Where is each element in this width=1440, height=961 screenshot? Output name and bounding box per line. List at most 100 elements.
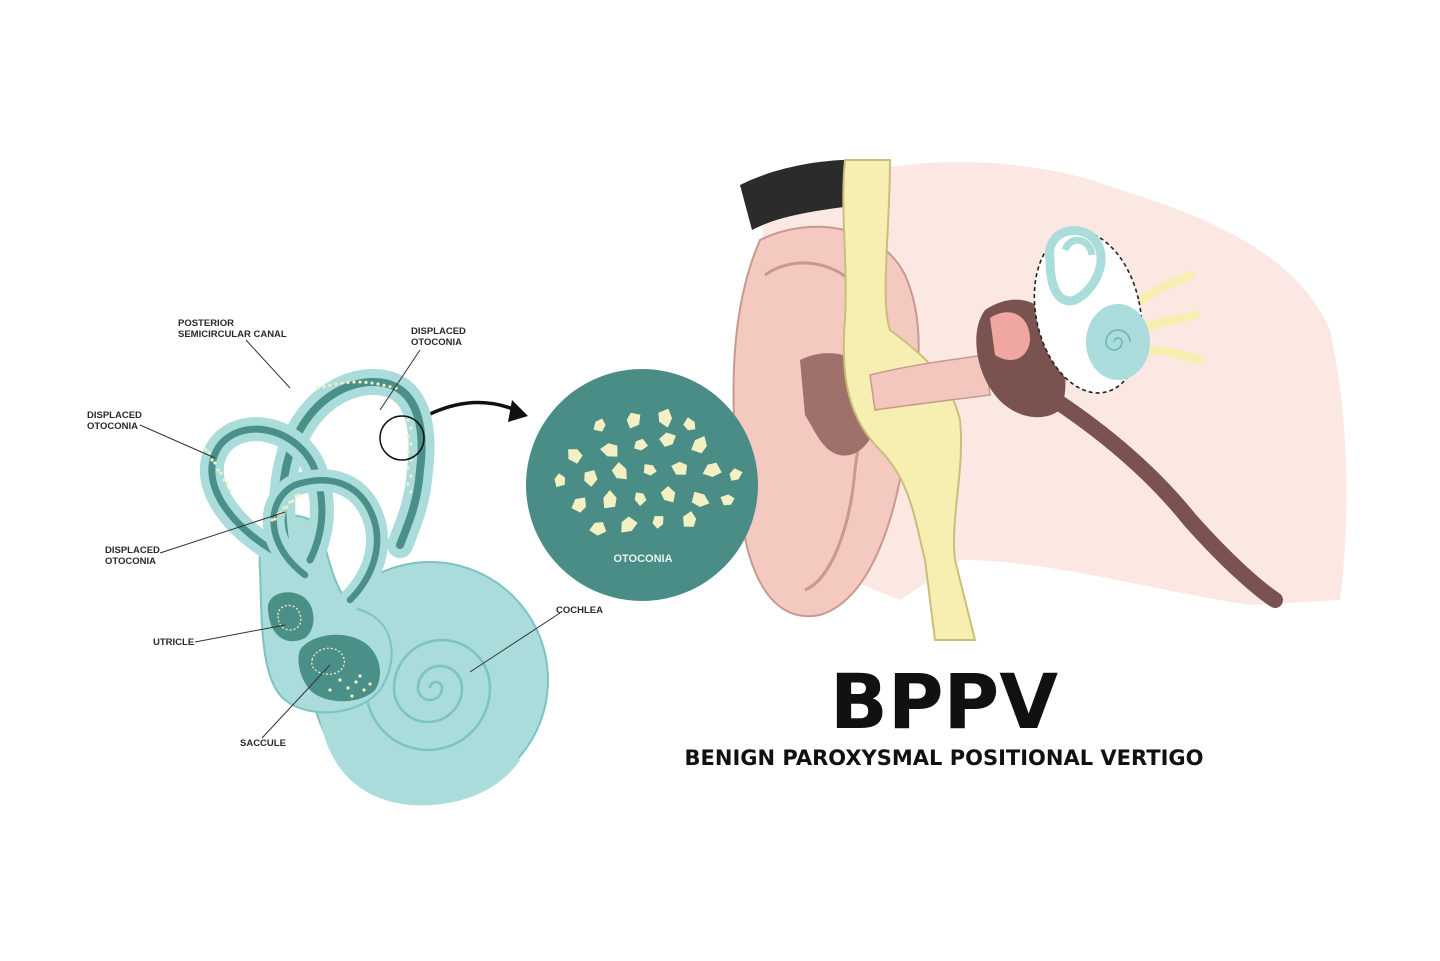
otoconia-crystal <box>621 516 638 533</box>
label-displaced-left-line2: OTOCONIA <box>87 421 138 432</box>
otoconia-crystal <box>652 516 664 529</box>
otoconia-crystal <box>634 438 648 451</box>
otoconia-crystal <box>729 468 743 481</box>
otoconia-dot <box>219 471 223 475</box>
otoconia-dot <box>216 468 220 472</box>
otoconia-dot <box>409 490 413 494</box>
otoconia-dot <box>328 383 332 387</box>
otoconia-dot <box>285 505 289 509</box>
otoconia-dot <box>388 384 392 389</box>
otoconia-dot <box>297 493 301 497</box>
leader-lines <box>139 339 561 739</box>
label-displaced-left-line1: DISPLACED <box>87 410 142 421</box>
otoconia-dot <box>382 383 386 387</box>
zoom-arrow <box>429 400 528 422</box>
otoconia-crystal <box>659 432 676 447</box>
label-cochlea: COCHLEA <box>556 605 603 616</box>
eustachian-tube <box>1047 392 1283 608</box>
otoconia-dot <box>338 678 342 682</box>
otoconia-dot <box>207 451 211 455</box>
otoconia-crystal <box>611 462 627 480</box>
otoconia-dot <box>270 518 274 522</box>
label-displaced-mid-line1: DISPLACED <box>105 545 160 556</box>
otoconia-dot <box>350 694 354 698</box>
otoconia-crystal <box>626 412 641 429</box>
otoconia-dot <box>282 506 286 510</box>
otoconia-dot <box>346 380 350 384</box>
otoconia-dot <box>352 380 356 384</box>
ear-anatomy-illustration <box>732 159 1347 641</box>
otoconia-dot <box>316 386 320 390</box>
otoconia-crystal <box>643 464 657 476</box>
otoconia-dot <box>358 674 362 678</box>
otoconia-zoom-label: OTOCONIA <box>613 553 672 565</box>
otoconia-dot <box>328 688 332 692</box>
otoconia-dot <box>368 682 372 686</box>
cochlea-lower-lobe <box>320 700 520 806</box>
otoconia-dot <box>291 499 295 503</box>
cochlea-spiral <box>364 638 492 752</box>
otoconia-dot <box>346 686 350 690</box>
otoconia-dot <box>406 418 410 422</box>
otoconia-dot <box>228 488 232 492</box>
otoconia-dot <box>358 380 362 384</box>
otoconia-crystal <box>683 511 697 527</box>
otoconia-crystal <box>589 522 607 536</box>
displaced-otoconia-dots <box>204 380 413 522</box>
otoconia-crystal <box>568 449 583 464</box>
label-displaced-top-line2: OTOCONIA <box>411 337 462 348</box>
otoconia-magnifier <box>526 369 758 601</box>
otoconia-crystal <box>720 494 735 506</box>
otoconia-dot <box>376 382 380 386</box>
otoconia-crystal <box>554 473 565 488</box>
otoconia-zoom: OTOCONIA <box>526 369 758 601</box>
main-title: BPPV <box>830 657 1058 746</box>
otoconia-crystal <box>691 436 707 454</box>
inner-ear-labyrinth <box>199 369 549 806</box>
otoconia-dot <box>213 461 217 465</box>
otoconia-dot <box>225 481 229 485</box>
ear-canal <box>869 354 991 411</box>
otoconia-dot <box>370 381 374 385</box>
otoconia-dot <box>354 680 358 684</box>
otoconia-crystal <box>603 490 617 509</box>
otoconia-dot <box>406 450 410 454</box>
otoconia-crystal <box>584 470 598 487</box>
otoconia-dot <box>322 384 326 389</box>
label-posterior-canal-line1: POSTERIOR <box>178 318 234 329</box>
label-posterior-canal-line2: SEMICIRCULAR CANAL <box>178 329 287 340</box>
otoconia-dot <box>288 500 292 504</box>
otoconia-dot <box>294 494 298 498</box>
otoconia-crystals <box>554 408 743 536</box>
label-utricle: UTRICLE <box>153 637 194 648</box>
inner-ear-mini <box>1045 226 1150 380</box>
label-displaced-top-line1: DISPLACED <box>411 326 466 337</box>
otoconia-dot <box>409 442 413 446</box>
otoconia-crystal <box>702 462 722 477</box>
otoconia-dot <box>409 426 413 430</box>
label-saccule: SACCULE <box>240 738 286 749</box>
tympanic-membrane <box>990 312 1030 360</box>
otoconia-crystal <box>671 461 687 475</box>
hair <box>740 159 870 230</box>
otoconia-crystal <box>634 492 647 506</box>
otoconia-crystal <box>593 418 606 432</box>
otoconia-dot <box>340 381 344 385</box>
otoconia-dot <box>406 482 410 486</box>
otoconia-dot <box>273 517 277 521</box>
saccule-otoconia-dots <box>328 674 372 698</box>
otoconia-crystal <box>658 408 672 428</box>
otoconia-crystal <box>571 497 587 513</box>
otoconia-crystal <box>600 443 618 457</box>
magnifier-ring <box>379 415 425 461</box>
utricle <box>267 592 314 642</box>
labels: POSTERIOR SEMICIRCULAR CANAL DISPLACED O… <box>87 318 603 749</box>
otoconia-dot <box>406 434 410 438</box>
otoconia-crystal <box>683 417 696 431</box>
saccule <box>298 634 380 702</box>
otoconia-dot <box>364 380 368 384</box>
otoconia-dot <box>222 478 226 482</box>
otoconia-dot <box>210 458 214 462</box>
otoconia-dot <box>204 448 208 452</box>
